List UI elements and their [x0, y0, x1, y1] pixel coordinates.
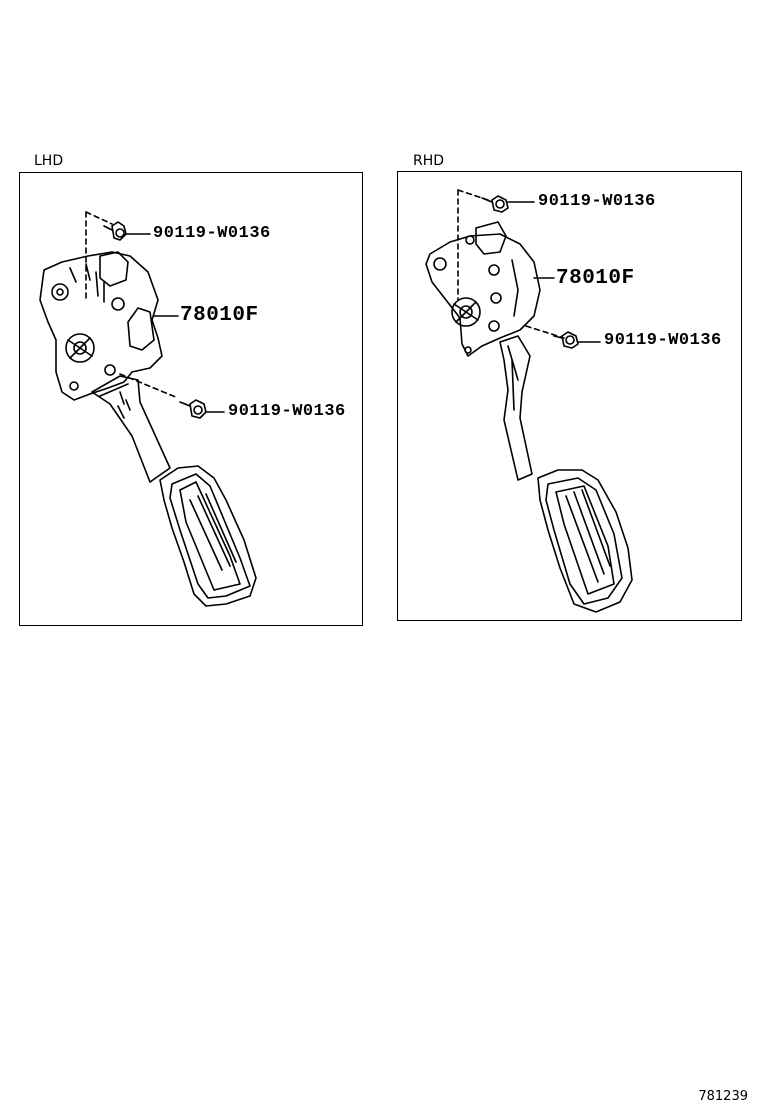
lhd-panel-label: LHD [34, 153, 64, 169]
rhd-panel [397, 171, 742, 621]
lhd-pedal-part-number: 78010F [180, 304, 259, 327]
lhd-panel [19, 172, 363, 626]
figure-id: 781239 [698, 1089, 748, 1104]
rhd-pedal-part-number: 78010F [556, 267, 635, 290]
lhd-accelerator-pedal-drawing [39, 211, 257, 607]
lhd-bolt-top-part-number: 90119-W0136 [153, 224, 271, 243]
rhd-accelerator-pedal-drawing [425, 189, 633, 613]
rhd-panel-label: RHD [413, 153, 445, 169]
lhd-bolt-bottom-part-number: 90119-W0136 [228, 402, 346, 421]
rhd-bolt-top-part-number: 90119-W0136 [538, 192, 656, 211]
rhd-bolt-bottom-part-number: 90119-W0136 [604, 331, 722, 350]
